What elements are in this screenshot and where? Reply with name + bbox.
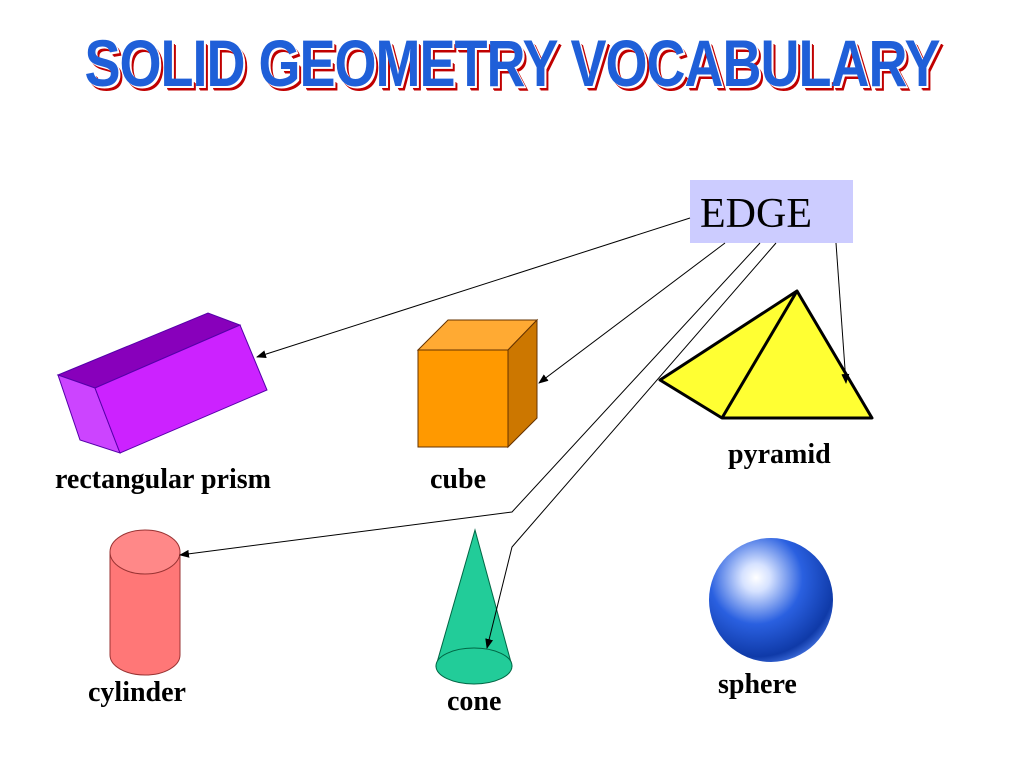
arrow-to-prism (256, 217, 691, 359)
arrow-to-cube (538, 242, 726, 384)
label-pyramid: pyramid (728, 439, 831, 470)
edge-arrows (179, 217, 850, 649)
label-cone: cone (447, 686, 502, 717)
label-rectangular-prism: rectangular prism (55, 464, 271, 495)
pyramid-shape (658, 289, 874, 420)
cone-shape (435, 528, 513, 685)
term-box-label: EDGE (700, 191, 812, 237)
label-sphere: sphere (718, 669, 797, 700)
rectangular-prism-shape (56, 312, 268, 454)
arrow-to-pyramid (835, 242, 850, 384)
arrow-to-cone (485, 242, 777, 649)
label-cube: cube (430, 464, 486, 495)
cube-shape (416, 318, 539, 449)
arrow-to-cylinder (179, 242, 761, 558)
sphere-shape (709, 538, 833, 662)
label-cylinder: cylinder (88, 677, 186, 708)
cylinder-shape (109, 529, 181, 676)
slide-title: SOLID GEOMETRY VOCABULARY (84, 27, 940, 101)
term-box-edge (690, 180, 853, 243)
